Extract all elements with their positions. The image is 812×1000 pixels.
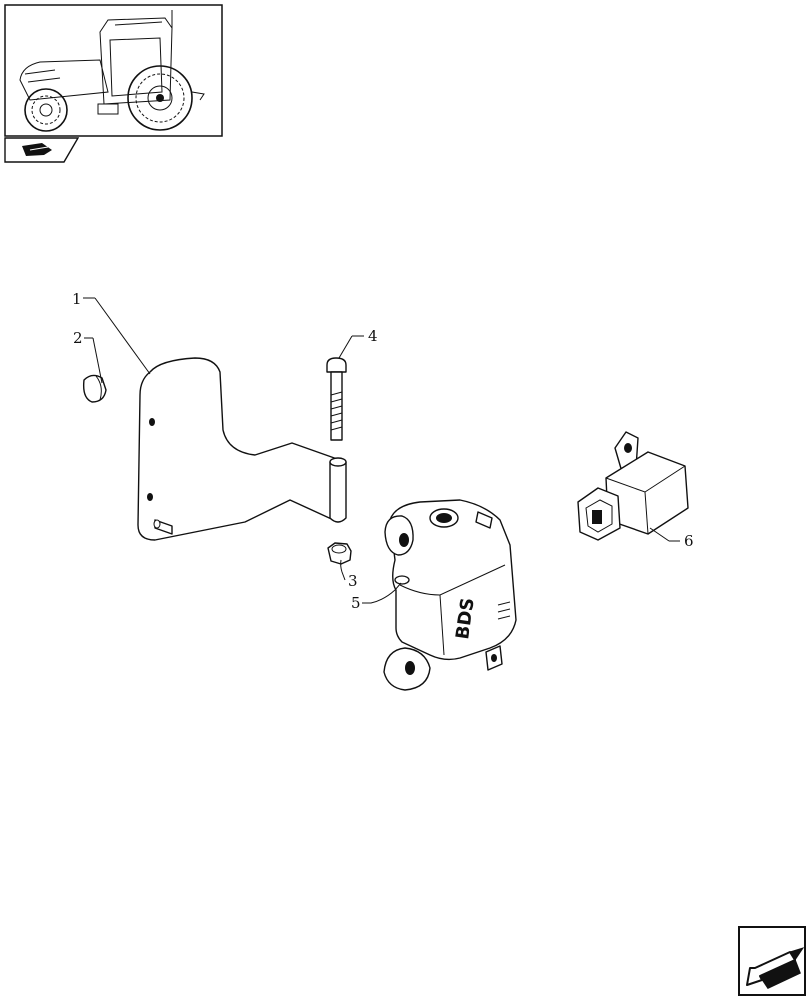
callout-1: 1	[72, 290, 82, 308]
bracket-part	[137, 357, 347, 541]
callout-labels: 1 2 3 4 5 6	[72, 290, 694, 612]
bds-module-part: BDS	[383, 499, 517, 691]
callout-3: 3	[348, 572, 358, 590]
tractor-thumbnail-icon[interactable]	[4, 4, 223, 137]
bolt-part	[326, 357, 347, 441]
callout-2: 2	[73, 329, 83, 347]
callout-6: 6	[684, 532, 694, 550]
catalog-book-icon[interactable]	[4, 137, 80, 163]
cap-part	[82, 374, 107, 403]
leader-lines	[83, 297, 680, 604]
previous-page-arrow-icon[interactable]	[738, 926, 806, 996]
callout-5: 5	[351, 594, 361, 612]
relay-part	[577, 431, 689, 541]
nut-part	[327, 542, 352, 565]
callout-4: 4	[368, 327, 378, 345]
